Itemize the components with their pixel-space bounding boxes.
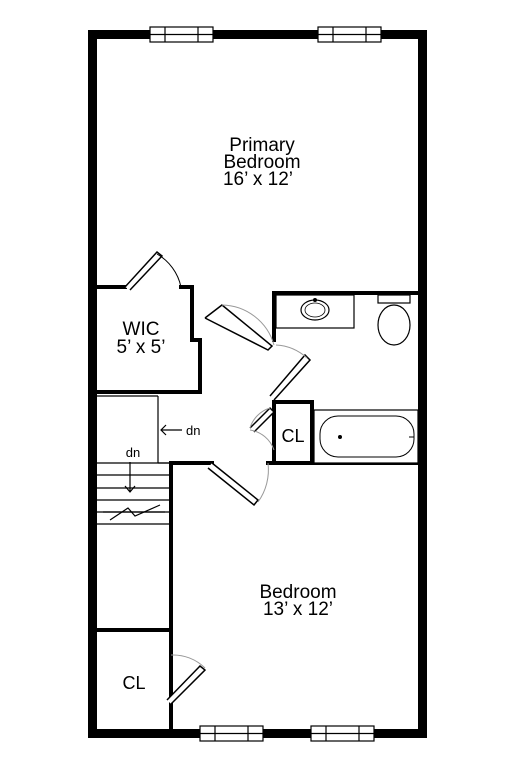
lower-closet-door <box>166 654 207 705</box>
hall-stair-label: dn <box>186 423 200 438</box>
window-top-right <box>317 26 382 43</box>
wic-door <box>124 250 182 291</box>
interior-walls <box>95 285 420 731</box>
toilet-bowl <box>377 304 411 346</box>
hall-closet-label: CL <box>281 426 304 446</box>
bedroom-name: Bedroom <box>259 582 336 603</box>
window-bottom-left <box>199 725 264 742</box>
labels: Primary Bedroom 16’ x 12’ WIC 5’ x 5’ Be… <box>117 135 337 693</box>
bathroom-fixtures <box>275 294 419 464</box>
doors <box>124 250 312 705</box>
primary-bedroom-dims: 16’ x 12’ <box>223 169 293 190</box>
window-bottom-right <box>310 725 375 742</box>
primary-bedroom-name-2: Bedroom <box>223 152 300 173</box>
bedroom-door <box>207 462 269 507</box>
bathroom-door <box>269 344 312 401</box>
exterior-walls <box>88 30 427 738</box>
wic-name: WIC <box>123 319 160 340</box>
stair-down-label: dn <box>126 445 140 460</box>
windows <box>149 26 382 742</box>
bedroom-closet-label: CL <box>122 673 145 693</box>
stairs <box>97 395 182 525</box>
primary-bedroom-door <box>204 304 275 351</box>
bedroom-dims: 13’ x 12’ <box>263 599 333 620</box>
window-top-left <box>149 26 214 43</box>
wic-dims: 5’ x 5’ <box>117 337 166 358</box>
primary-bedroom-name-1: Primary <box>229 135 295 156</box>
toilet-tank <box>377 294 411 304</box>
hall-closet-door <box>249 406 276 451</box>
